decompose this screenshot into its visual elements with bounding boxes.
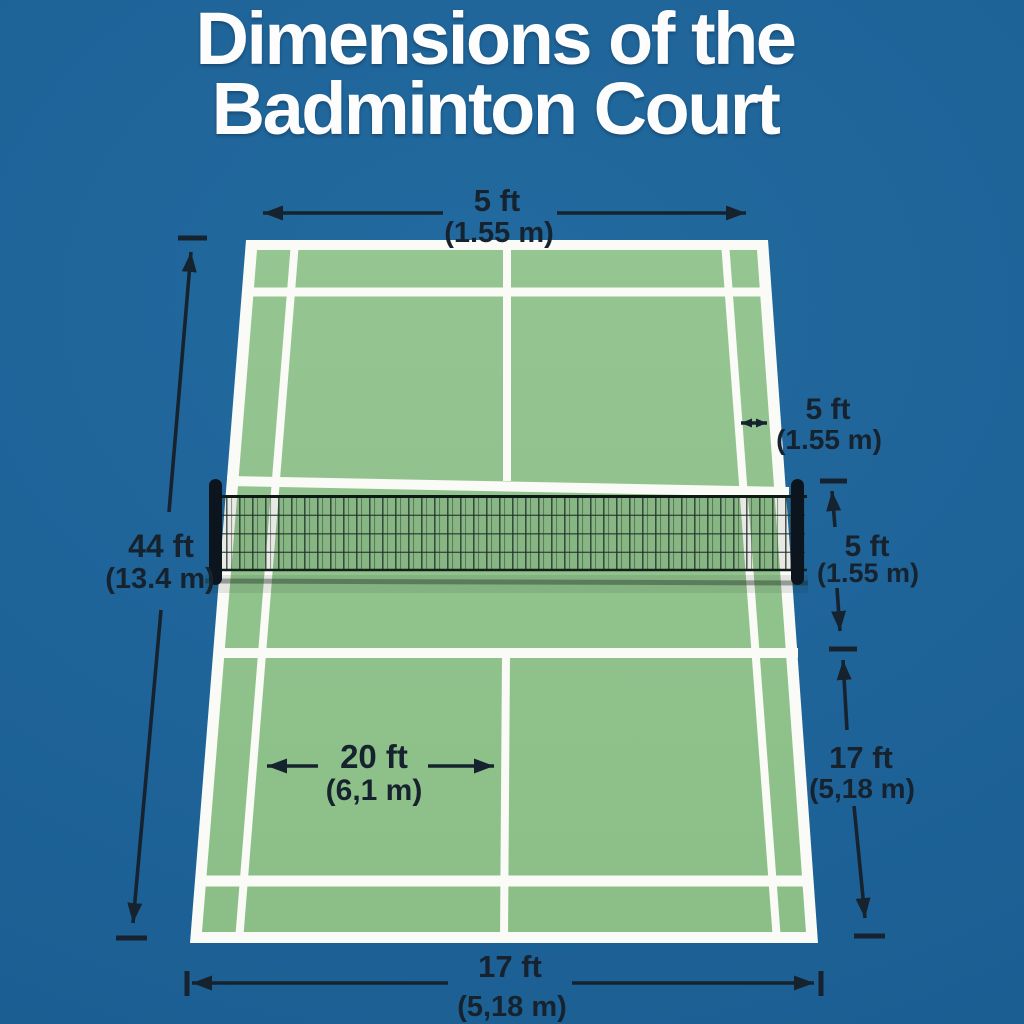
singles-sideline-left xyxy=(235,241,299,942)
dim-half-court-width-metric: (6,1 m) xyxy=(326,774,423,807)
dim-service-to-back-metric: (5,18 m) xyxy=(809,773,915,804)
dim-net-offset-value: 5 ft xyxy=(845,530,890,563)
dim-net-offset-arrow-down xyxy=(831,587,847,632)
net-shadow-line xyxy=(204,578,809,586)
dim-court-length: 44 ft (13.4 m) xyxy=(105,235,215,941)
net xyxy=(204,479,809,593)
dim-court-length-metric: (13.4 m) xyxy=(105,563,215,595)
singles-sideline-right xyxy=(721,241,781,942)
title-line-2: Badminton Court xyxy=(211,67,781,150)
dim-right-alley: 5 ft (1.55 m) xyxy=(741,393,882,455)
dim-court-length-value: 44 ft xyxy=(128,528,194,564)
court-surface xyxy=(202,250,806,932)
dim-service-to-back-arrow-down xyxy=(852,805,871,919)
dim-bottom-width: 17 ft (5,18 m) xyxy=(184,949,824,1023)
page-title: Dimensions of the Badminton Court xyxy=(0,0,990,150)
dim-top-width: 5 ft (1.55 m) xyxy=(263,183,746,249)
center-line-bottom xyxy=(500,653,510,939)
dim-top-width-metric: (1.55 m) xyxy=(444,217,554,249)
dim-net-offset: 5 ft (1.55 m) xyxy=(817,478,919,652)
dim-service-to-back-value: 17 ft xyxy=(829,740,893,775)
dim-net-offset-arrow-up xyxy=(826,490,842,528)
dim-court-length-arrow-down xyxy=(127,609,163,924)
dim-service-to-back-arrow-up xyxy=(836,659,852,731)
dim-top-width-value: 5 ft xyxy=(474,183,521,218)
dim-service-to-back: 17 ft (5,18 m) xyxy=(809,659,915,939)
dim-half-court-width: 20 ft (6,1 m) xyxy=(267,738,494,807)
net-post-left xyxy=(209,479,222,585)
dim-right-alley-metric: (1.55 m) xyxy=(776,424,882,455)
dim-half-court-width-value: 20 ft xyxy=(340,738,408,775)
dim-bottom-width-value: 17 ft xyxy=(478,949,542,984)
net-shadow xyxy=(205,575,808,593)
dim-court-length-arrow-up xyxy=(167,251,197,513)
net-mesh xyxy=(213,496,805,570)
dim-net-offset-metric: (1.55 m) xyxy=(817,558,919,588)
title-line-1: Dimensions of the xyxy=(195,0,797,80)
net-post-right xyxy=(791,479,804,585)
dim-right-alley-value: 5 ft xyxy=(806,393,851,426)
short-service-line-top xyxy=(226,476,790,497)
court xyxy=(190,240,818,943)
dim-bottom-width-metric: (5,18 m) xyxy=(457,991,567,1023)
